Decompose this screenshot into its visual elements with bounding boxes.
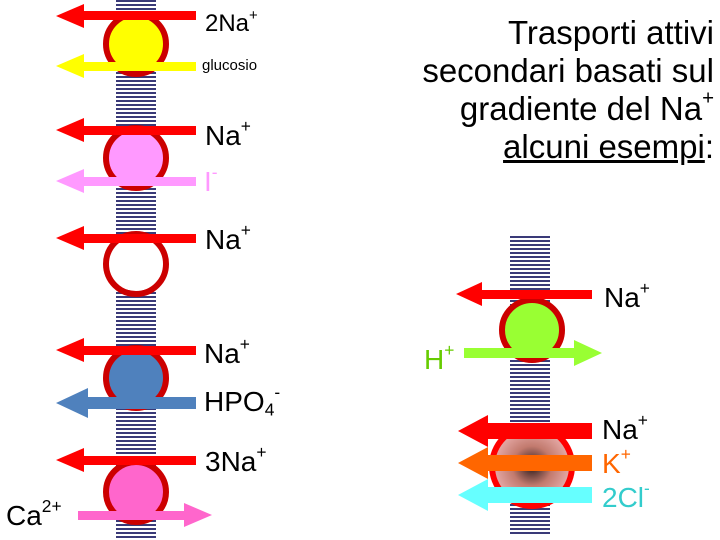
potassium-arrow-head (458, 447, 488, 479)
label-potassium: K+ (602, 443, 631, 479)
na-arrow-shaft (82, 346, 196, 355)
transporter-na-open (56, 226, 196, 297)
na-arrow-head (458, 415, 488, 447)
na-arrow-shaft (82, 11, 196, 20)
label-na-right-2: Na+ (602, 409, 648, 445)
transporter-nkcc (458, 415, 592, 511)
title-line-2: secondari basati sul (422, 52, 714, 89)
proton-arrow-head (574, 340, 602, 366)
chloride-arrow-head (458, 479, 488, 511)
calcium-arrow-shaft (78, 511, 186, 520)
transporter-phosphate (56, 338, 196, 418)
na-arrow-shaft (82, 456, 196, 465)
label-hpo4: HPO4- (204, 381, 281, 420)
phosphate-arrow-head (56, 388, 88, 418)
label-3na: 3Na+ (205, 441, 267, 477)
title-line-3: gradiente del Na+ (459, 86, 714, 127)
iodide-arrow-shaft (82, 177, 196, 186)
label-na-right-1: Na+ (604, 277, 650, 313)
title-line-1: Trasporti attivi (508, 14, 714, 51)
potassium-arrow-shaft (486, 455, 592, 471)
glucose-arrow-shaft (82, 62, 196, 71)
na-arrow-shaft (486, 423, 592, 439)
label-proton: H+ (424, 339, 455, 375)
na-arrow-head (56, 226, 84, 250)
slide-title: Trasporti attivi secondari basati sul gr… (354, 14, 714, 166)
glucose-arrow-head (56, 54, 84, 78)
proton-arrow-shaft (464, 348, 576, 358)
na-arrow-shaft (82, 234, 196, 243)
label-calcium: Ca2+ (6, 495, 62, 531)
transporter-sglt (56, 4, 196, 78)
title-line-4: alcuni esempi: (503, 128, 714, 165)
label-na-4: Na+ (204, 333, 250, 369)
carrier-opening (128, 250, 144, 290)
transporter-ncx (56, 448, 212, 527)
proton-carrier (499, 297, 565, 363)
label-chloride: 2Cl- (602, 477, 650, 513)
na-arrow-head (56, 338, 84, 362)
label-2na: 2Na+ (205, 7, 258, 37)
label-glucosio: glucosio (202, 57, 258, 74)
na-arrow-shaft (480, 290, 592, 299)
transporter-nhe (456, 282, 602, 366)
na-arrow-head (456, 282, 482, 306)
chloride-arrow-shaft (486, 487, 592, 503)
na-arrow-head (56, 448, 84, 472)
na-arrow-head (56, 4, 84, 28)
phosphate-arrow-shaft (86, 397, 196, 409)
iodide-arrow-head (56, 169, 84, 193)
label-na-3: Na+ (205, 219, 251, 255)
label-na-2: Na+ (205, 115, 251, 151)
transporter-nis (56, 118, 196, 193)
label-iodide: I- (204, 161, 218, 197)
na-arrow-head (56, 118, 84, 142)
calcium-arrow-head (184, 503, 212, 527)
na-arrow-shaft (82, 126, 196, 135)
